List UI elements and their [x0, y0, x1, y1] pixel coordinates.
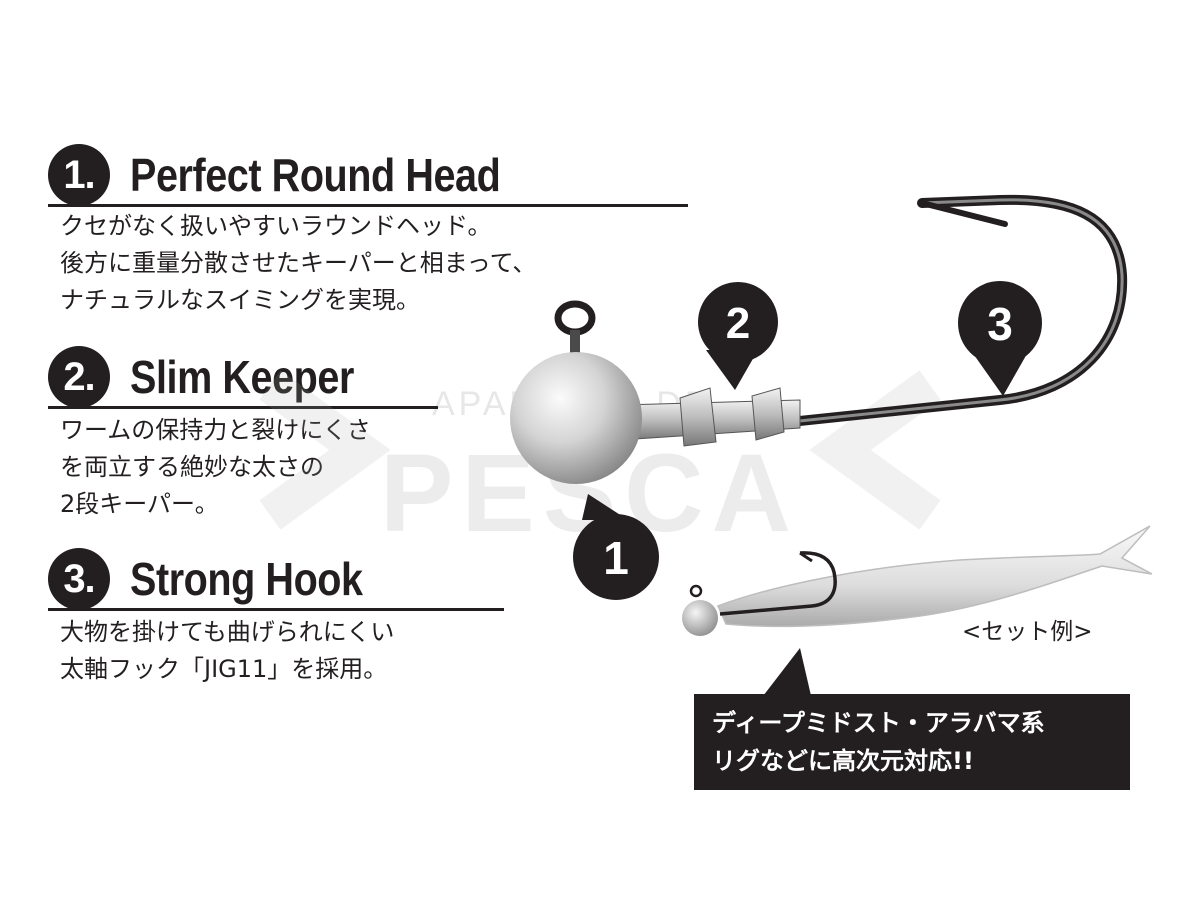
feature-3-description: 大物を掛けても曲げられにくい 太軸フック「JIG11」を採用。	[60, 614, 394, 688]
hook-barb	[919, 200, 1008, 227]
callout-marker-3: 3	[958, 281, 1042, 396]
callout-marker-2: 2	[698, 282, 778, 390]
feature-1-number: 1.	[48, 144, 110, 206]
callout-label-2: 2	[726, 299, 750, 348]
feature-1-description: クセがなく扱いやすいラウンドヘッド。 後方に重量分散させたキーパーと相まって、 …	[60, 208, 536, 319]
callout-label-3: 3	[987, 298, 1013, 350]
set-line-eye	[689, 584, 703, 598]
feature-3-number: 3.	[48, 548, 110, 610]
feature-1-line-1: クセがなく扱いやすいラウンドヘッド。	[60, 212, 492, 240]
callout-label-1: 1	[603, 532, 629, 584]
feature-2-line-3: 2段キーパー。	[60, 490, 219, 518]
feature-3-line-1: 大物を掛けても曲げられにくい	[60, 618, 395, 646]
feature-2-description: ワームの保持力と裂けにくさ を両立する絶妙な太さの 2段キーパー。	[60, 412, 371, 523]
round-head	[510, 352, 642, 484]
feature-1-line-3: ナチュラルなスイミングを実現。	[60, 286, 420, 314]
line-eye	[554, 300, 596, 356]
feature-3-rule	[48, 608, 504, 611]
feature-1-rule	[48, 204, 688, 207]
set-round-head	[682, 600, 718, 636]
banner-pointer	[760, 648, 812, 700]
feature-3-line-2: 太軸フック「JIG11」を採用。	[60, 655, 388, 683]
set-example-illustration	[682, 525, 1153, 636]
keeper	[619, 387, 801, 447]
feature-banner: ディープミドスト・アラバマ系 リグなどに高次元対応!!	[694, 694, 1130, 790]
feature-2-title: Slim Keeper	[130, 351, 354, 403]
set-hook	[719, 551, 837, 616]
hook	[785, 194, 1128, 427]
feature-2-line-2: を両立する絶妙な太さの	[60, 453, 324, 481]
feature-2-line-1: ワームの保持力と裂けにくさ	[60, 416, 371, 444]
feature-2-number: 2.	[48, 346, 110, 408]
callout-marker-1: 1	[573, 494, 659, 600]
banner-line-1: ディープミドスト・アラバマ系	[712, 709, 1045, 737]
set-example-caption: <セット例>	[962, 619, 1093, 645]
banner-line-2: リグなどに高次元対応!!	[712, 747, 974, 775]
feature-2-rule	[48, 406, 438, 409]
feature-1-title: Perfect Round Head	[130, 149, 501, 201]
feature-3-title: Strong Hook	[130, 553, 363, 605]
feature-1-line-2: 後方に重量分散させたキーパーと相まって、	[60, 249, 537, 277]
